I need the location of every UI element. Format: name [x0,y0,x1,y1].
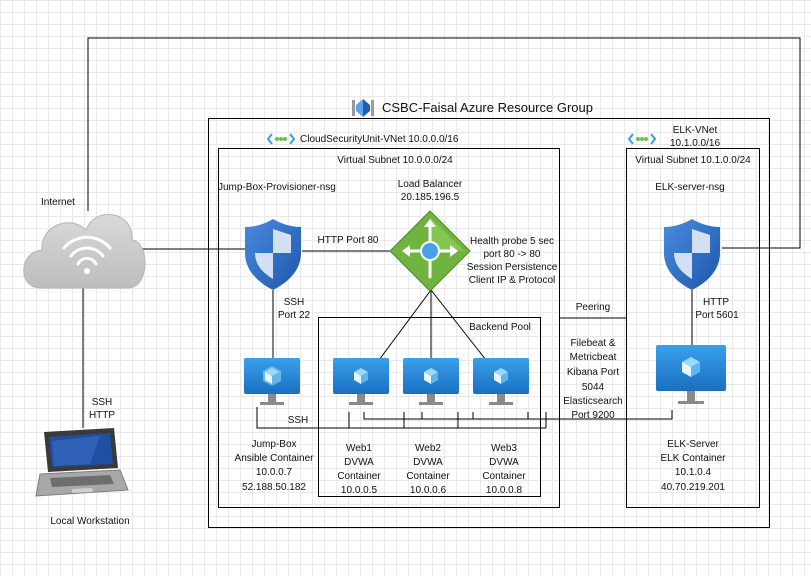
health-probe-label-4: Client IP & Protocol [468,275,556,286]
elk-server-label-1: ELK-Server [667,439,719,450]
ssh-port22-label-2: Port 22 [277,310,311,321]
jump-box-label-1: Jump-Box [251,439,297,450]
internet-label: Internet [41,197,75,208]
vm-icon-web1 [333,358,389,405]
vm-icon-web2 [403,358,459,405]
shield-icon-elk-nsg [664,219,720,290]
health-probe-label-1: Health probe 5 sec [470,236,554,247]
resource-group-icon [352,99,374,117]
main-subnet-box [218,148,560,508]
ssh-http-label-1: SSH [91,397,113,408]
peering-label: Peering [575,302,611,313]
main-vnet-label: CloudSecurityUnit-VNet 10.0.0.0/16 [300,134,459,145]
ssh-link [256,407,546,429]
backend-pool-label: Backend Pool [469,322,531,333]
vnet-icon-elk [627,133,657,145]
http-port80-label: HTTP Port 80 [317,235,379,246]
elk-vnet-label-2: 10.1.0.0/16 [669,138,721,149]
elk-traffic-label-3: Kibana Port [566,367,620,378]
health-probe-label-3: Session Persistence [466,262,558,273]
elk-server-label-2: ELK Container [660,453,726,464]
http-port5601-label-2: Port 5601 [695,310,739,321]
web1-label-1: Web1 [346,443,372,454]
load-balancer-icon [389,210,471,292]
vm-icon-web3 [473,358,529,405]
connector-lines [82,37,801,429]
web3-label-3: Container [482,471,526,482]
elk-subnet-box [626,148,760,508]
jump-box-label-3: 10.0.0.7 [255,467,293,478]
elk-traffic-label-6: Port 9200 [571,410,615,421]
lb-web3-link [430,289,487,361]
health-probe-label-2: port 80 -> 80 [483,249,541,260]
vm-icon-jumpbox [244,358,300,405]
elk-subnet-label: Virtual Subnet 10.1.0.0/24 [635,155,751,166]
jump-box-label-2: Ansible Container [234,453,314,464]
internet-elk-link [87,37,801,249]
resource-group-box [208,118,770,528]
main-subnet-label: Virtual Subnet 10.0.0.0/24 [337,155,453,166]
vnet-icon-main [266,133,296,145]
http-port5601-label-1: HTTP [702,297,730,308]
laptop-icon [35,428,129,497]
jump-box-label-4: 52.188.50.182 [242,482,306,493]
ssh-http-label-2: HTTP [88,410,116,421]
elk-vnet-label-1: ELK-VNet [672,125,718,136]
ssh-link-label: SSH [287,415,309,426]
web3-label-1: Web3 [491,443,517,454]
jump-nsg-label: Jump-Box-Provisioner-nsg [218,182,336,193]
resource-group-label: CSBC-Faisal Azure Resource Group [382,100,593,115]
filebeat-link [363,410,673,420]
web2-label-3: Container [406,471,450,482]
load-balancer-label-2: 20.185.196.5 [400,192,460,203]
web3-label-2: DVWA [489,457,519,468]
web1-label-3: Container [337,471,381,482]
web2-label-2: DVWA [413,457,443,468]
elk-server-label-4: 40.70.219.201 [661,482,725,493]
lb-web1-link [378,289,432,361]
web2-label-4: 10.0.0.6 [409,485,447,496]
shield-icon-jump-nsg [245,219,301,290]
load-balancer-label-1: Load Balancer [397,179,463,190]
vm-icon-elk [656,345,726,404]
elk-traffic-label-4: 5044 [581,382,605,393]
elk-server-label-3: 10.1.0.4 [674,467,712,478]
web2-label-1: Web2 [415,443,441,454]
elk-nsg-label: ELK-server-nsg [655,182,725,193]
cloud-icon [23,214,146,289]
workstation-label: Local Workstation [50,516,130,527]
backend-pool-box [318,317,541,497]
web1-label-4: 10.0.0.5 [340,485,378,496]
ssh-port22-label-1: SSH [283,297,305,308]
web3-label-4: 10.0.0.8 [485,485,523,496]
elk-traffic-label-2: Metricbeat [569,352,617,363]
elk-traffic-label-1: Filebeat & [570,338,616,349]
web1-label-2: DVWA [344,457,374,468]
elk-traffic-label-5: Elasticsearch [563,396,623,407]
